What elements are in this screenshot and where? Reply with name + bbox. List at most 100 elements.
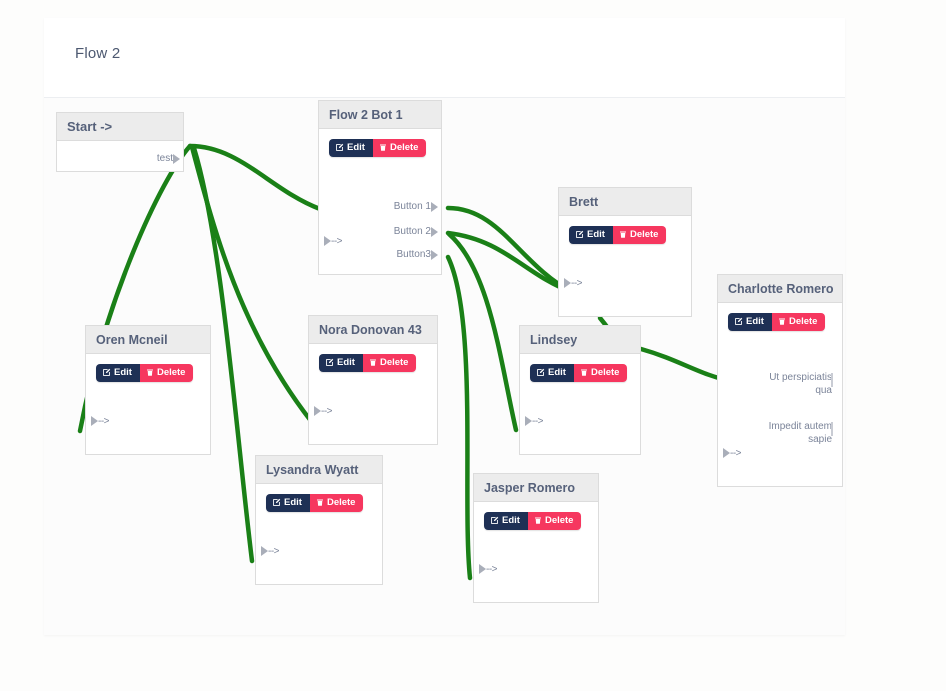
edit-button[interactable]: Edit — [266, 494, 310, 512]
delete-button-label: Delete — [389, 142, 419, 153]
output-port-label: Button 2 — [393, 226, 431, 237]
output-port[interactable]: Button 1 — [393, 201, 438, 213]
edit-button[interactable]: Edit — [96, 364, 140, 382]
node-title: Oren Mcneil — [86, 326, 210, 354]
pencil-square-icon — [576, 231, 584, 239]
input-port-label: --> — [331, 236, 343, 247]
trash-icon — [369, 359, 376, 366]
node-action-row: Edit Delete — [329, 139, 427, 157]
output-port-label: Button3 — [396, 249, 431, 260]
edit-button[interactable]: Edit — [319, 354, 363, 372]
input-port[interactable]: --> — [261, 546, 280, 558]
delete-button[interactable]: Delete — [139, 364, 194, 382]
pencil-square-icon — [491, 517, 499, 525]
port-arrow-icon — [91, 416, 98, 426]
node-body: Edit Delete --> Button 1 Button 2 Button3 — [319, 129, 441, 274]
node-action-row: Edit Delete — [484, 512, 582, 530]
delete-button[interactable]: Delete — [372, 139, 427, 157]
delete-button-label: Delete — [590, 367, 620, 378]
delete-button[interactable]: Delete — [612, 226, 667, 244]
port-arrow-icon — [314, 406, 321, 416]
delete-button-label: Delete — [544, 515, 574, 526]
input-port[interactable]: --> — [91, 416, 110, 428]
delete-button[interactable]: Delete — [771, 313, 826, 331]
input-port[interactable]: --> — [525, 416, 544, 428]
edit-button[interactable]: Edit — [530, 364, 574, 382]
edit-button[interactable]: Edit — [329, 139, 373, 157]
edit-button-label: Edit — [502, 515, 520, 526]
output-port[interactable]: Button3 — [396, 249, 438, 261]
delete-button[interactable]: Delete — [573, 364, 628, 382]
edit-button-label: Edit — [284, 497, 302, 508]
output-port-label: test — [156, 153, 173, 164]
trash-icon — [778, 318, 785, 325]
output-port-label: Button 1 — [393, 201, 431, 212]
flow-node-start[interactable]: Start ->test — [56, 112, 184, 172]
trash-icon — [379, 144, 386, 151]
node-action-row: Edit Delete — [728, 313, 826, 331]
edit-button[interactable]: Edit — [728, 313, 772, 331]
input-port-label: --> — [98, 416, 110, 427]
flow-node-flow2bot1[interactable]: Flow 2 Bot 1 Edit Delete --> Button 1 Button … — [318, 100, 442, 275]
node-body: Edit Delete --> — [86, 354, 210, 454]
input-port[interactable]: --> — [564, 278, 583, 290]
node-title: Charlotte Romero — [718, 275, 842, 303]
edit-button[interactable]: Edit — [569, 226, 613, 244]
edit-button-label: Edit — [114, 367, 132, 378]
edit-button-label: Edit — [337, 357, 355, 368]
port-connector-icon — [831, 422, 833, 436]
delete-button-label: Delete — [379, 357, 409, 368]
output-port[interactable]: test — [156, 153, 180, 165]
port-arrow-icon — [173, 154, 180, 164]
output-port[interactable]: Ut perspiciatis qua — [754, 371, 833, 397]
pencil-square-icon — [336, 144, 344, 152]
node-title: Brett — [559, 188, 691, 216]
delete-button[interactable]: Delete — [362, 354, 417, 372]
node-body: Edit Delete --> — [256, 484, 382, 584]
port-arrow-icon — [431, 202, 438, 212]
node-body: test — [57, 141, 183, 171]
port-arrow-icon — [324, 236, 331, 246]
trash-icon — [580, 369, 587, 376]
node-action-row: Edit Delete — [530, 364, 628, 382]
input-port[interactable]: --> — [479, 564, 498, 576]
node-title: Flow 2 Bot 1 — [319, 101, 441, 129]
port-arrow-icon — [723, 448, 730, 458]
input-port[interactable]: --> — [314, 406, 333, 418]
port-connector-icon — [831, 373, 833, 387]
pencil-square-icon — [735, 318, 743, 326]
port-arrow-icon — [261, 546, 268, 556]
delete-button-label: Delete — [156, 367, 186, 378]
port-arrow-icon — [479, 564, 486, 574]
output-port[interactable]: Button 2 — [393, 226, 438, 238]
delete-button[interactable]: Delete — [527, 512, 582, 530]
input-port-label: --> — [571, 278, 583, 289]
pencil-square-icon — [537, 369, 545, 377]
delete-button-label: Delete — [788, 316, 818, 327]
output-port-label: Ut perspiciatis qua — [769, 372, 832, 396]
input-port[interactable]: --> — [723, 448, 742, 460]
output-port[interactable]: Impedit autem sapie — [754, 420, 833, 446]
edit-button-label: Edit — [746, 316, 764, 327]
input-port-label: --> — [321, 406, 333, 417]
pencil-square-icon — [273, 499, 281, 507]
node-action-row: Edit Delete — [266, 494, 364, 512]
output-port-label: Impedit autem sapie — [768, 421, 832, 445]
port-arrow-icon — [525, 416, 532, 426]
edit-button-label: Edit — [548, 367, 566, 378]
node-body: Edit Delete --> — [474, 502, 598, 602]
delete-button[interactable]: Delete — [309, 494, 364, 512]
port-arrow-icon — [564, 278, 571, 288]
edit-button[interactable]: Edit — [484, 512, 528, 530]
input-port-label: --> — [486, 564, 498, 575]
input-port[interactable]: --> — [324, 236, 343, 248]
